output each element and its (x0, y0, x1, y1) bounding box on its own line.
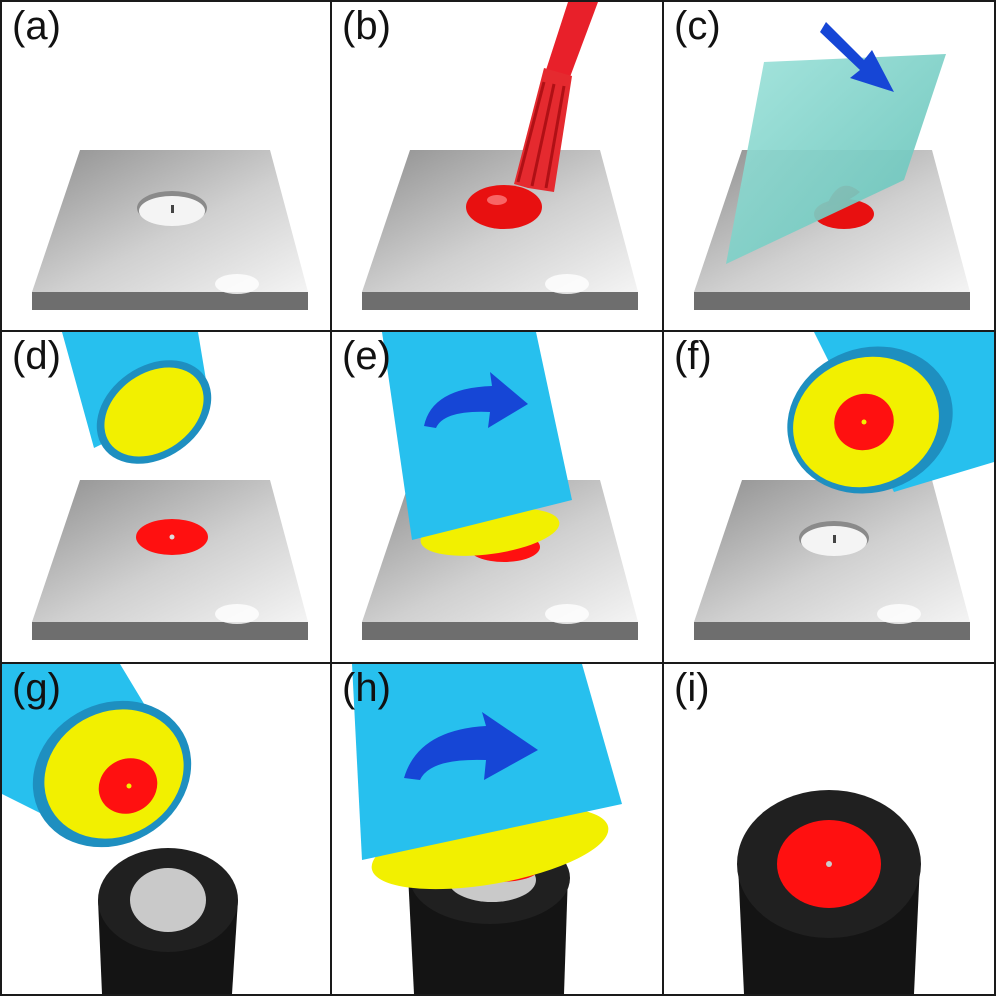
panel-label-h: (h) (342, 666, 391, 710)
panel-g-illustration (2, 664, 238, 994)
panel-label-f: (f) (674, 334, 712, 378)
fiber-ferrule (62, 332, 212, 464)
panel-f: (f) (664, 332, 996, 664)
metal-plate (32, 480, 308, 640)
panel-d: (d) (0, 332, 332, 664)
panel-d-illustration (32, 332, 308, 640)
black-fiber (98, 848, 238, 994)
panel-label-d: (d) (12, 334, 61, 378)
panel-label-e: (e) (342, 334, 391, 378)
panel-label-c: (c) (674, 4, 721, 48)
panel-c-illustration (694, 22, 970, 310)
glass-slide (726, 54, 946, 264)
fiber-ferrule (382, 332, 572, 556)
panel-f-illustration (694, 332, 994, 640)
panel-e-illustration (362, 332, 638, 640)
plate-hole (799, 521, 869, 556)
panel-i: (i) (664, 664, 996, 996)
fiber-ferrule (2, 664, 192, 848)
panel-e: (e) (332, 332, 664, 664)
rotate-arrow-icon (404, 712, 538, 780)
metal-plate (362, 150, 638, 310)
red-disc (136, 519, 208, 555)
panel-c: (c) (664, 0, 996, 332)
panel-label-i: (i) (674, 666, 710, 710)
red-droplet (466, 185, 542, 229)
fiber-ferrule (787, 332, 994, 494)
metal-plate (694, 480, 970, 640)
panel-label-a: (a) (12, 4, 61, 48)
rotate-arrow-icon (424, 372, 528, 428)
panel-b-illustration (362, 2, 638, 310)
plate-hole (137, 191, 207, 226)
panel-h: (h) (332, 664, 664, 996)
panel-i-illustration (737, 790, 921, 994)
panel-b: (b) (332, 0, 664, 332)
panel-label-g: (g) (12, 666, 61, 710)
fiber-ferrule (352, 664, 622, 890)
metal-plate (32, 150, 308, 310)
panel-g: (g) (0, 664, 332, 996)
black-fiber (737, 790, 921, 994)
brush-icon (514, 2, 598, 192)
panel-label-b: (b) (342, 4, 391, 48)
panel-h-illustration (352, 664, 622, 994)
arrow-icon (820, 22, 894, 92)
panel-a-illustration (32, 150, 308, 310)
panel-a: (a) (0, 0, 332, 332)
